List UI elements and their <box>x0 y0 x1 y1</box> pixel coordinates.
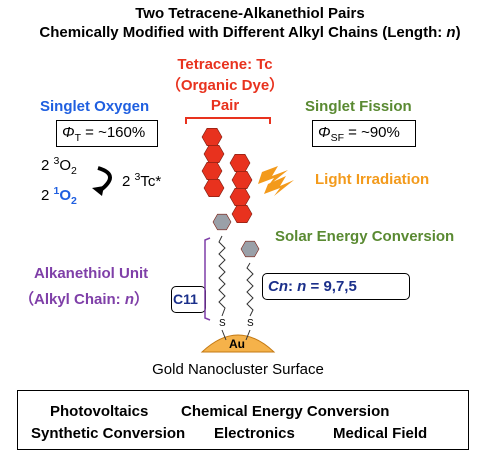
tetracene-ring-left-2 <box>203 145 225 163</box>
singlet-oxygen-product: 2 1O2 <box>41 185 77 207</box>
triplet-oxygen-label: 2 3O2 <box>41 155 77 177</box>
cn-label: Cn: n = 9,7,5 <box>268 278 357 295</box>
title-line-2: Chemically Modified with Different Alkyl… <box>39 24 461 41</box>
tetracene-ring-right-4 <box>231 205 253 223</box>
gold-surface-caption: Gold Nanocluster Surface <box>152 361 324 378</box>
phi-t-box <box>56 120 158 147</box>
gold-label: Au <box>229 337 245 351</box>
phenyl-ring-right <box>240 240 260 258</box>
lightning-icon <box>258 166 294 196</box>
tetracene-ring-left-1 <box>201 128 223 146</box>
app-medical-field: Medical Field <box>333 425 428 442</box>
triplet-tetracene-label: 2 3Tc* <box>122 171 162 190</box>
phi-t-value: ΦT = ~160% <box>62 124 146 144</box>
phi-sf-value: ΦSF = ~90% <box>318 124 400 144</box>
sulfur-label-left: S <box>219 318 226 329</box>
app-photovoltaics: Photovoltaics <box>50 403 149 420</box>
tetracene-bracket <box>185 117 271 124</box>
app-synthetic-conversion: Synthetic Conversion <box>31 425 186 442</box>
sulfur-label-right: S <box>247 318 254 329</box>
c11-label: C11 <box>173 291 198 307</box>
tetracene-ring-right-3 <box>229 188 251 206</box>
title-line-1: Two Tetracene-Alkanethiol Pairs <box>135 5 365 22</box>
tetracene-label-line-1: Tetracene: Tc <box>177 56 273 73</box>
app-chemical-energy: Chemical Energy Conversion <box>181 403 390 420</box>
alkyl-bracket <box>204 237 211 321</box>
light-irradiation-label: Light Irradiation <box>315 171 430 188</box>
tetracene-ring-right-1 <box>229 154 251 172</box>
app-electronics: Electronics <box>214 425 295 442</box>
gold-nanocluster <box>200 334 276 353</box>
alkyl-chain-left <box>218 235 226 317</box>
solar-energy-label: Solar Energy Conversion <box>275 228 455 245</box>
singlet-fission-label: Singlet Fission <box>305 98 412 115</box>
alkyl-chain-label: （Alkyl Chain: n） <box>19 291 150 308</box>
phenyl-ring-left <box>212 213 232 231</box>
cn-box <box>262 273 410 300</box>
alkyl-chain-right <box>246 262 254 317</box>
tetracene-ring-right-2 <box>231 171 253 189</box>
tetracene-ring-left-3 <box>201 162 223 180</box>
tetracene-ring-left-4 <box>203 179 225 197</box>
phi-sf-box <box>312 120 416 147</box>
tetracene-label-line-2: （Organic Dye） <box>165 77 285 94</box>
tetracene-label-line-3: Pair <box>210 97 240 114</box>
alkanethiol-label: Alkanethiol Unit <box>34 265 149 282</box>
applications-box <box>17 390 469 450</box>
singlet-oxygen-label: Singlet Oxygen <box>40 98 150 115</box>
